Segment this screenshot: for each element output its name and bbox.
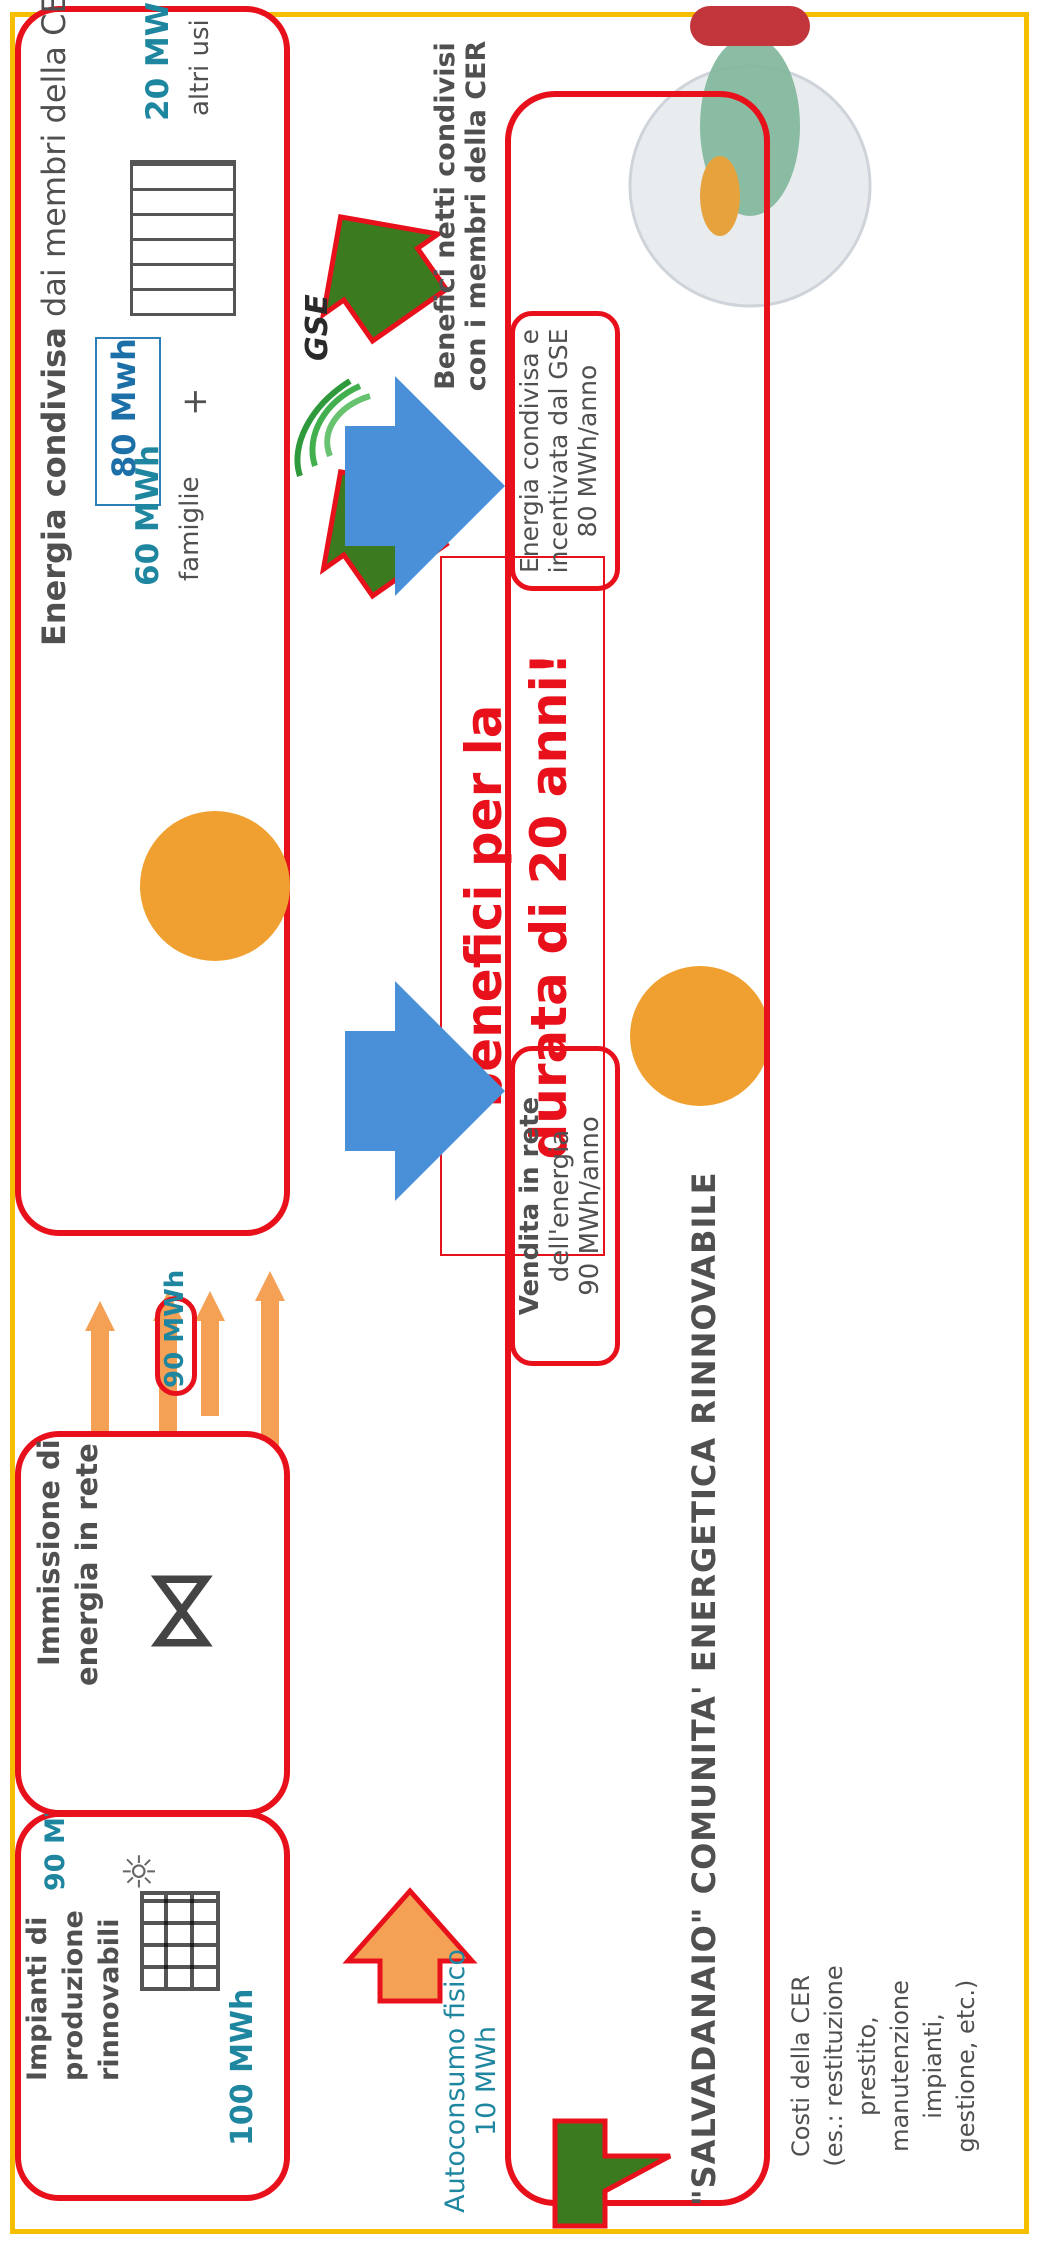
shared-energy-title-rest: dai membri della CER — [35, 0, 73, 328]
salvadanaio-title: "SALVADANAIO" COMUNITA' ENERGETICA RINNO… — [685, 1171, 723, 2206]
costi-line-1: Costi della CER — [787, 1975, 815, 2157]
families-icon — [140, 811, 290, 961]
piggy-bank-icon — [628, 6, 872, 308]
fan-arrow-heads — [85, 1271, 285, 1331]
costi-line-5: impianti, — [919, 2013, 947, 2119]
vendita-text: Vendita in rete dell'energia 90 MWh/anno — [515, 1046, 605, 1366]
benefici-line-1: Benefici netti condivisi — [430, 42, 461, 390]
immissione-title-1: Immissione di — [32, 1439, 66, 1666]
fan-label: 90 MWh — [160, 1269, 190, 1388]
yellow-frame — [10, 12, 1029, 2234]
autoconsumo-line-2: 10 MWh — [471, 2025, 502, 2137]
immissione-title-2: energia in rete — [70, 1443, 104, 1686]
costi-line-2: (es.: restituzione — [820, 1965, 848, 2167]
benefici-text: Benefici netti condivisi con i membri de… — [430, 6, 492, 426]
building-icon — [130, 160, 236, 316]
pylon-icon: ⋈ — [127, 1566, 232, 1656]
gse-logo — [294, 378, 371, 477]
benefici-line-2: con i membri della CER — [461, 40, 492, 392]
condivisa-line-3: 80 MWh/anno — [573, 364, 602, 538]
production-title-2: produzione — [58, 1910, 89, 2081]
vendita-line-1: Vendita in rete — [515, 1096, 545, 1316]
fan-arrow-lines — [91, 1301, 279, 1446]
families-circle-bottom — [630, 966, 770, 1106]
other-label: altri usi — [185, 19, 215, 116]
sun-icon: ☼ — [115, 1851, 166, 1891]
other-value: 20 MWh — [140, 0, 176, 121]
families-value: 60 MWh — [130, 444, 166, 586]
costi-line-4: manutenzione — [886, 1980, 914, 2152]
production-title-1: Impianti di — [22, 1916, 53, 2081]
plus-sign: + — [175, 387, 215, 417]
gse-label: GSE — [300, 294, 335, 361]
vendita-line-3: 90 MWh/anno — [575, 1116, 605, 1296]
families-label: famiglie — [175, 476, 205, 581]
shared-energy-title-bold: Energia condivisa — [35, 327, 73, 646]
costi-line-6: gestione, etc.) — [952, 1979, 980, 2153]
condivisa-line-2: incentivata dal GSE — [544, 328, 573, 574]
condivisa-line-1: Energia condivisa e — [515, 328, 544, 574]
vendita-line-2: dell'energia — [545, 1129, 575, 1283]
costi-line-3: prestito, — [853, 2016, 881, 2116]
benefici-arrow-2 — [319, 213, 450, 345]
shared-energy-title: Energia condivisa dai membri della CER — [35, 0, 73, 646]
autoconsumo-arrow — [342, 1887, 478, 2004]
production-title-3: rinnovabili — [94, 1918, 125, 2081]
autoconsumo-line-1: Autoconsumo fisico — [440, 1949, 471, 2213]
autoconsumo-label: Autoconsumo fisico 10 MWh — [440, 1931, 502, 2231]
costi-text: Costi della CER (es.: restituzione prest… — [785, 1901, 983, 2231]
production-value: 100 MWh — [225, 1988, 260, 2146]
solar-panel-icon — [140, 1891, 220, 1991]
condivisa-text: Energia condivisa e incentivata dal GSE … — [515, 306, 602, 596]
